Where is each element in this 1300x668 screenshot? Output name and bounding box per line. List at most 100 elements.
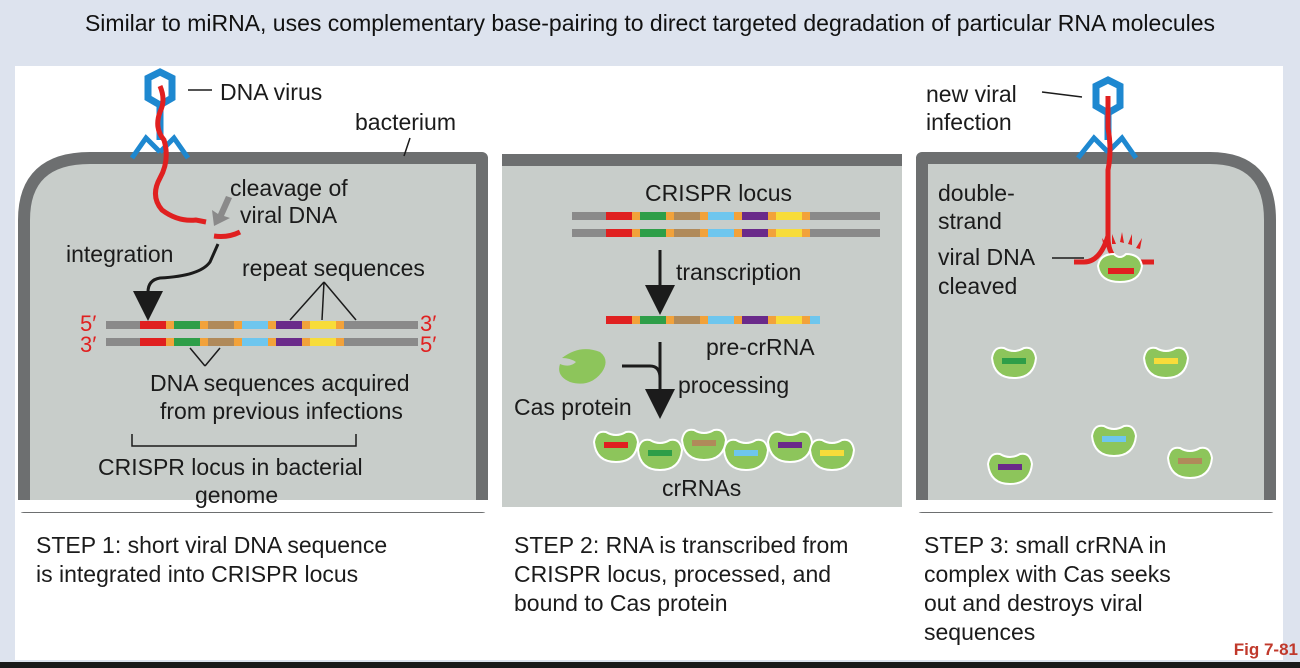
sequence-segment xyxy=(734,212,742,220)
dna-virus-label: DNA virus xyxy=(220,79,322,105)
pre-crrna-label: pre-crRNA xyxy=(706,334,815,360)
integration-arrow xyxy=(133,243,220,321)
sequence-segment xyxy=(632,212,640,220)
locus-bracket xyxy=(131,434,357,447)
five-prime-left: 5′ xyxy=(80,311,96,336)
sequence-segment xyxy=(276,321,302,329)
sequence-segment xyxy=(640,229,666,237)
crispr-locus-segments xyxy=(140,321,344,346)
sequence-segment xyxy=(666,316,674,324)
sequence-segment xyxy=(776,229,802,237)
ds-label-4: cleaved xyxy=(938,273,1017,299)
sequence-segment xyxy=(708,229,734,237)
sequence-segment xyxy=(166,321,174,329)
sequence-segment xyxy=(174,338,200,346)
step-2-line-3: bound to Cas protein xyxy=(514,590,728,616)
cas-crrna-complex xyxy=(680,428,728,462)
sequence-segment xyxy=(200,338,208,346)
cas-protein-label: Cas protein xyxy=(514,394,632,420)
processing-label: processing xyxy=(678,372,789,398)
step-1-line-2: is integrated into CRISPR locus xyxy=(36,561,358,587)
cas-crrna-complex xyxy=(636,438,684,472)
repeat-sequences-label: repeat sequences xyxy=(242,255,425,281)
locus-label-2: genome xyxy=(195,482,278,508)
sequence-segment xyxy=(302,321,310,329)
cas-crrna-complex-attack xyxy=(1096,252,1144,284)
sequence-segment xyxy=(276,338,302,346)
step-3-line-4: sequences xyxy=(924,619,1035,645)
step-1-line-1: STEP 1: short viral DNA sequence xyxy=(36,532,387,558)
cas-crrna-complex xyxy=(722,438,770,472)
crrna-complexes xyxy=(592,428,856,472)
sequence-segment xyxy=(208,321,234,329)
cas-crrna-complex xyxy=(592,430,640,464)
sequence-segment xyxy=(208,338,234,346)
five-prime-right: 5′ xyxy=(420,332,436,357)
cleavage-arrow-icon xyxy=(212,196,232,226)
sequence-segment xyxy=(810,316,820,324)
sequence-segment xyxy=(674,212,700,220)
figure-reference: Fig 7-81 xyxy=(1233,640,1298,659)
panel-2: CRISPR locus transcription pre-crRNA pro… xyxy=(502,154,902,616)
sequence-segment xyxy=(310,338,336,346)
sequence-segment xyxy=(768,229,776,237)
three-prime-right: 3′ xyxy=(420,311,436,336)
ds-label-1: double- xyxy=(938,180,1015,206)
sequence-segment xyxy=(674,316,700,324)
sequence-segment xyxy=(310,321,336,329)
acquired-label-1: DNA sequences acquired xyxy=(150,370,410,396)
sequence-segment xyxy=(666,229,674,237)
sequence-segment xyxy=(640,212,666,220)
sequence-segment xyxy=(700,316,708,324)
sequence-segment xyxy=(632,229,640,237)
sequence-segment xyxy=(606,229,632,237)
sequence-segment xyxy=(140,321,166,329)
step-3-line-2: complex with Cas seeks xyxy=(924,561,1171,587)
integration-label: integration xyxy=(66,241,173,267)
locus-label-1: CRISPR locus in bacterial xyxy=(98,454,363,480)
sequence-segment xyxy=(768,316,776,324)
cleavage-label-2: viral DNA xyxy=(240,202,338,228)
sequence-segment xyxy=(742,212,768,220)
headline: Similar to miRNA, uses complementary bas… xyxy=(84,10,1216,36)
sequence-segment xyxy=(200,321,208,329)
sequence-segment xyxy=(268,321,276,329)
sequence-segment xyxy=(742,229,768,237)
ds-label-3: viral DNA xyxy=(938,244,1036,270)
sequence-segment xyxy=(776,316,802,324)
new-viral-label-1: new viral xyxy=(926,81,1017,107)
sequence-segment xyxy=(734,316,742,324)
sequence-segment xyxy=(708,316,734,324)
sequence-segment xyxy=(302,338,310,346)
sequence-segment xyxy=(606,212,632,220)
crrnas-label: crRNAs xyxy=(662,475,741,501)
sequence-segment xyxy=(776,212,802,220)
crispr-locus-label: CRISPR locus xyxy=(645,180,792,206)
panel-1: DNA virus bacterium cleavage of viral DN… xyxy=(18,68,488,587)
cas-crrna-complex xyxy=(1090,424,1138,458)
bottom-rule xyxy=(0,662,1300,668)
cas-crrna-complex xyxy=(808,438,856,472)
sequence-segment xyxy=(742,316,768,324)
three-prime-left: 3′ xyxy=(80,332,96,357)
sequence-segment xyxy=(768,212,776,220)
dna-virus-icon xyxy=(129,68,207,225)
sequence-segment xyxy=(174,321,200,329)
cas-crrna-complex xyxy=(1166,446,1214,480)
sequence-segment xyxy=(140,338,166,346)
cas-protein-icon xyxy=(559,349,606,384)
sequence-segment xyxy=(234,321,242,329)
acquired-label-2: from previous infections xyxy=(160,398,403,424)
sequence-segment xyxy=(268,338,276,346)
step-2-line-2: CRISPR locus, processed, and xyxy=(514,561,831,587)
sequence-segment xyxy=(242,321,268,329)
sequence-segment xyxy=(666,212,674,220)
bacterium-cell-1 xyxy=(18,152,488,513)
sequence-segment xyxy=(166,338,174,346)
sequence-segment xyxy=(700,212,708,220)
pre-crrna xyxy=(606,316,820,324)
crispr-locus-2-segments xyxy=(606,212,810,237)
sequence-segment xyxy=(234,338,242,346)
sequence-segment xyxy=(336,321,344,329)
